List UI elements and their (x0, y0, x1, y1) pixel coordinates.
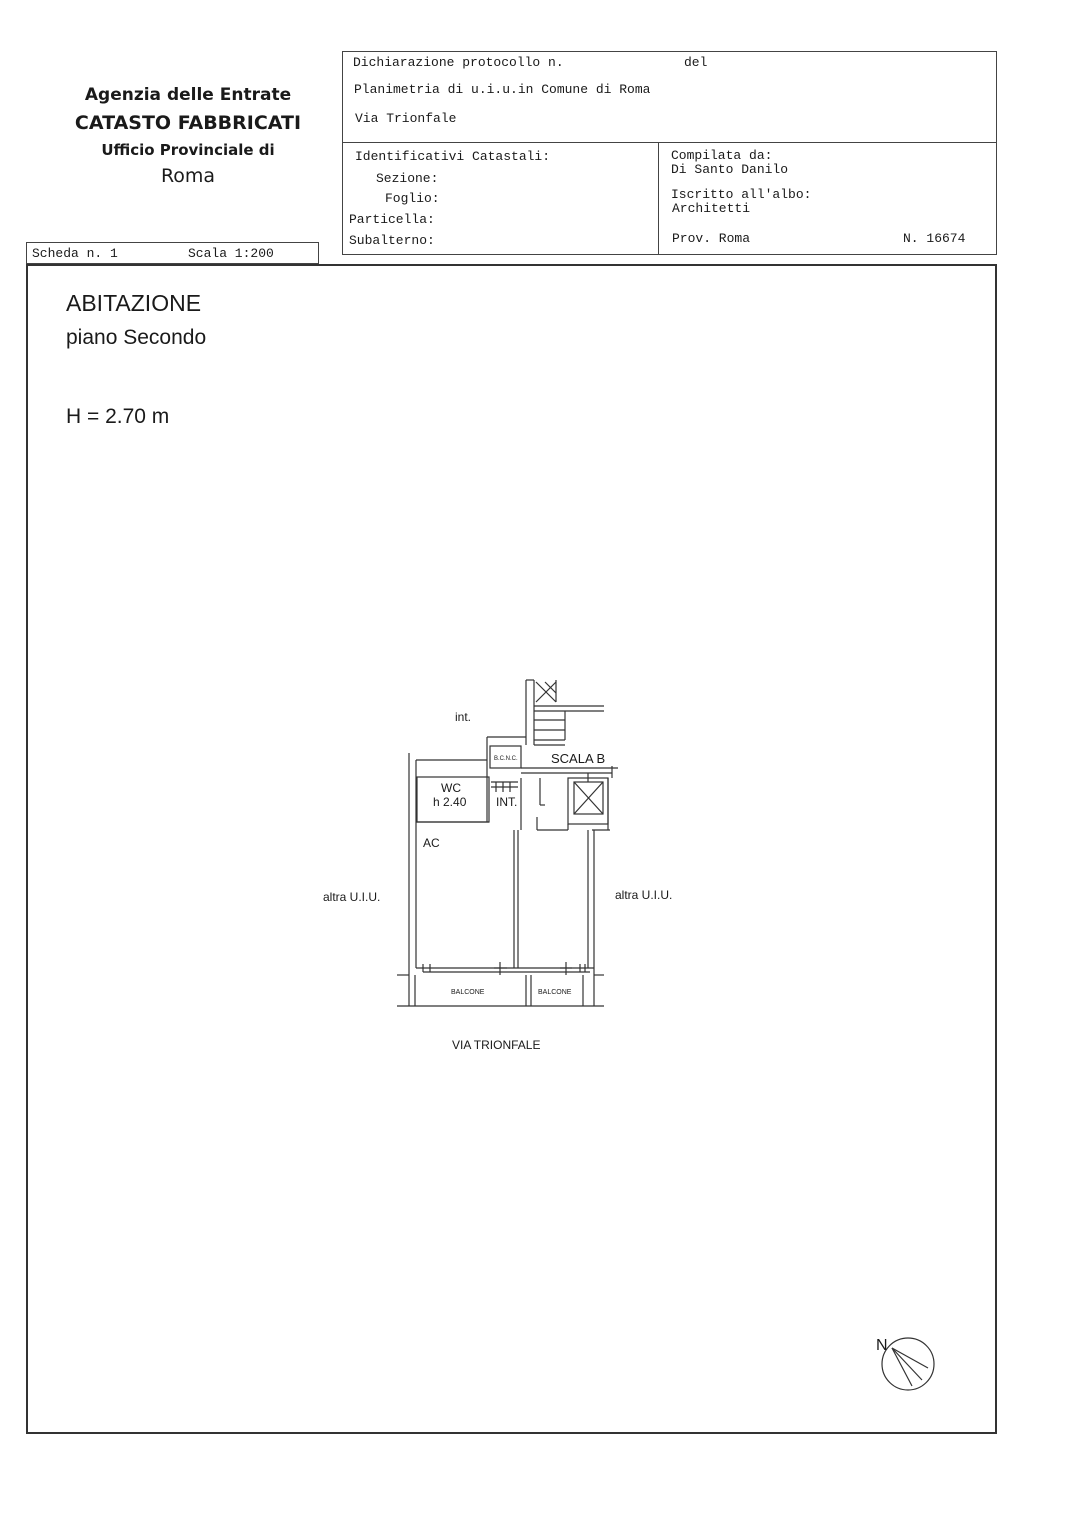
protocol-label: Dichiarazione protocollo n. (353, 55, 564, 70)
compiled-by-label: Compilata da: (671, 148, 773, 163)
identifiers-title: Identificativi Catastali: (355, 149, 551, 164)
foglio-label: Foglio: (385, 191, 440, 206)
label-wc: WC (441, 781, 461, 795)
registered-value: Architetti (672, 201, 751, 216)
label-int-room: INT. (496, 795, 517, 809)
sheet-number: Scheda n. 1 (32, 246, 118, 261)
drawing-frame (26, 264, 997, 1434)
label-bcnc: B.C.N.C. (494, 756, 518, 762)
registered-label: Iscritto all'albo: (671, 187, 812, 202)
agency-name: Agenzia delle Entrate (84, 85, 292, 105)
sezione-label: Sezione: (376, 171, 439, 186)
address-line: Via Trionfale (355, 111, 457, 126)
floor-label: piano Secondo (66, 326, 207, 349)
height-label: H = 2.70 m (66, 405, 170, 428)
agency-department: CATASTO FABBRICATI (74, 112, 302, 134)
label-ac: AC (423, 836, 440, 850)
north-arrow-icon (881, 1337, 935, 1391)
label-balcone-right: BALCONE (538, 989, 572, 996)
header-form-box (342, 51, 997, 255)
sheet-scale: Scala 1:200 (188, 246, 274, 261)
label-scala-b: SCALA B (551, 751, 605, 766)
compiled-by-name: Di Santo Danilo (671, 162, 789, 177)
subalterno-label: Subalterno: (349, 233, 435, 248)
protocol-del: del (684, 55, 708, 70)
header-divider (342, 142, 997, 143)
label-int-top: int. (455, 710, 471, 724)
particella-label: Particella: (349, 212, 435, 227)
compass-north-label: N (876, 1337, 888, 1354)
planimetry-line: Planimetria di u.i.u.in Comune di Roma (354, 82, 651, 97)
label-wc-height: h 2.40 (433, 795, 467, 809)
agency-city: Roma (160, 165, 216, 187)
label-altra-right: altra U.I.U. (615, 888, 672, 902)
header-column-divider (658, 142, 659, 255)
sheet-box (26, 242, 319, 264)
label-altra-left: altra U.I.U. (323, 890, 380, 904)
label-street: VIA TRIONFALE (452, 1038, 540, 1052)
province: Prov. Roma (672, 231, 751, 246)
unit-type: ABITAZIONE (66, 290, 202, 316)
agency-office: Ufficio Provinciale di (101, 141, 275, 159)
label-balcone-left: BALCONE (451, 989, 485, 996)
registration-number: N. 16674 (903, 231, 966, 246)
